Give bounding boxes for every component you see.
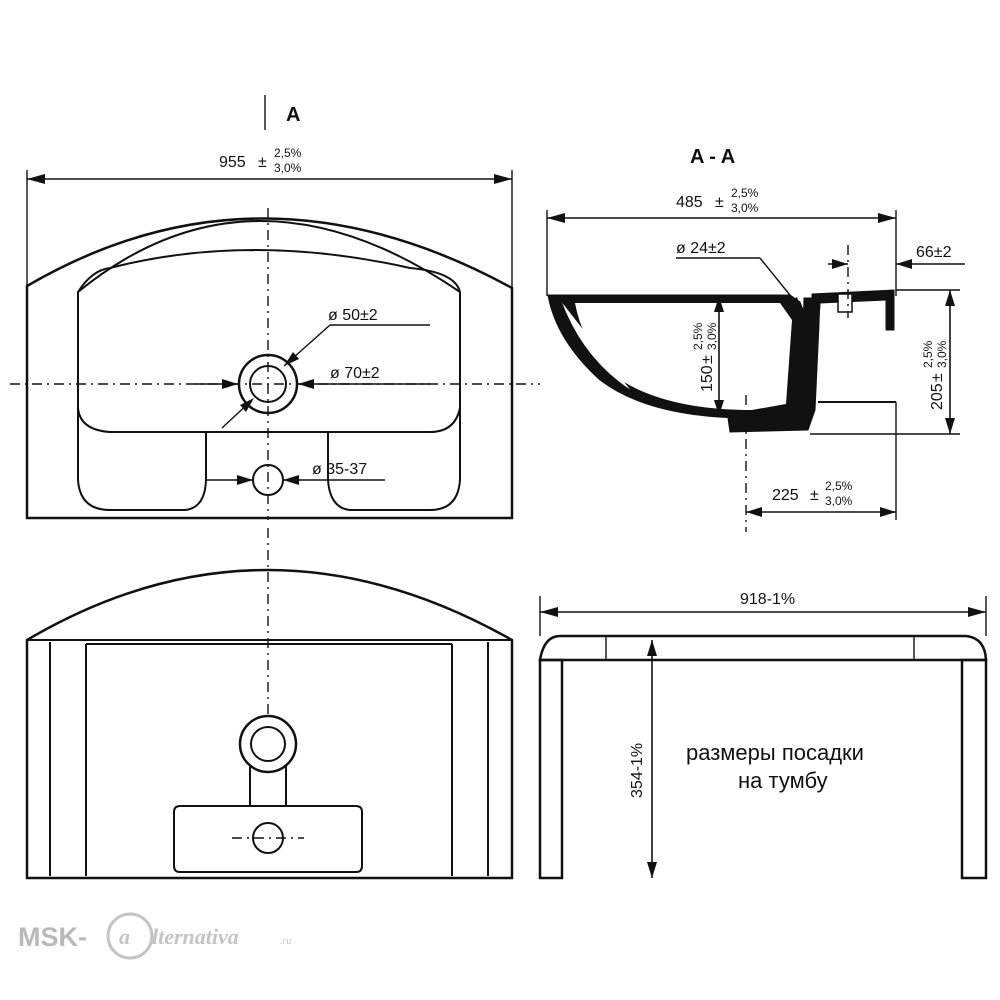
mount-top-slab — [538, 634, 988, 662]
arrow-icon — [832, 259, 848, 269]
tap-hole-inner — [249, 365, 287, 403]
top-view-inner-arc — [77, 220, 461, 293]
watermark-logo: MSK- a lternativa .ru — [18, 912, 291, 960]
arrow-icon — [240, 398, 254, 412]
arrow-icon — [896, 259, 912, 269]
mount-leg-right — [960, 658, 988, 880]
arrow-icon — [968, 607, 986, 617]
arrow-icon — [298, 379, 314, 389]
bowl-depth-lower: 3,0% — [705, 322, 719, 350]
height-lower: 3,0% — [935, 340, 949, 368]
arrow-icon — [878, 213, 896, 223]
hole50-label: ø 50±2 — [328, 307, 378, 324]
arrow-icon — [283, 475, 299, 485]
overflow-hole-label: ø 35-37 — [312, 461, 367, 478]
top-width-value: 955 — [219, 154, 246, 171]
top-view-bowl — [77, 249, 461, 433]
drain-upper: 2,5% — [825, 479, 853, 493]
arrow-icon — [746, 507, 762, 517]
drain-value: 225 — [772, 487, 799, 504]
section-bowl-stripe — [559, 299, 633, 393]
watermark-part1: MSK- — [18, 922, 87, 952]
mount-view: 918-1% 354-1% размеры посадки на тумбу — [538, 591, 988, 880]
arrow-icon — [540, 607, 558, 617]
bottom-view-outline — [25, 568, 514, 880]
arrow-icon — [880, 507, 896, 517]
drain-pm: ± — [810, 487, 819, 504]
watermark-at-letter: a — [119, 924, 130, 949]
section-bowl-inner — [575, 303, 792, 410]
bottom-tap-outer — [238, 714, 298, 774]
arrow-icon — [647, 862, 657, 878]
watermark-part3: .ru — [280, 936, 291, 947]
arrow-icon — [547, 213, 565, 223]
top-width-pm: ± — [258, 154, 267, 171]
mount-note-line2: на тумбу — [738, 768, 828, 793]
arrow-icon — [237, 475, 253, 485]
top-view-right-lobe — [327, 400, 461, 511]
arrow-icon — [27, 174, 45, 184]
arrow-icon — [494, 174, 512, 184]
arrow-icon — [714, 400, 724, 416]
bowl-depth-value: 150 — [699, 365, 716, 392]
arrow-icon — [790, 297, 802, 312]
ovf24-label: ø 24±2 — [676, 240, 726, 257]
arrow-icon — [945, 418, 955, 434]
arrow-icon — [714, 296, 724, 312]
depth-upper: 2,5% — [731, 186, 759, 200]
watermark-part2: lternativa — [152, 924, 239, 949]
depth-value: 485 — [676, 194, 703, 211]
bottom-tap-inner — [250, 726, 286, 762]
height-pm: ± — [929, 373, 946, 382]
bottom-overflow-block — [173, 805, 363, 873]
drain-lower: 3,0% — [825, 494, 853, 508]
rim-offset-label: 66±2 — [916, 244, 952, 261]
section-back-inner — [818, 308, 880, 402]
tap-hole-outer — [237, 353, 299, 415]
mount-leg-left — [538, 658, 564, 880]
mount-width-label: 918-1% — [740, 591, 795, 608]
depth-lower: 3,0% — [731, 201, 759, 215]
bowl-depth-upper: 2,5% — [691, 322, 705, 350]
bowl-depth-pm: ± — [699, 355, 716, 364]
section-view: A - A 485 ± 2,5% 3,0% ø 24±2 66±2 — [546, 146, 965, 532]
depth-pm: ± — [715, 194, 724, 211]
top-view-outline — [25, 217, 514, 520]
arrow-icon — [284, 352, 299, 366]
section-title: A - A — [690, 146, 735, 168]
bottom-view — [25, 528, 514, 880]
top-width-upper: 2,5% — [274, 146, 302, 160]
arrow-icon — [222, 379, 238, 389]
mount-note-line1: размеры посадки — [686, 740, 864, 765]
arrow-icon — [945, 290, 955, 306]
overflow-channel — [837, 293, 853, 313]
height-upper: 2,5% — [921, 340, 935, 368]
watermark-at-ring — [106, 912, 154, 960]
section-back-wall — [727, 289, 895, 433]
hole70-label: ø 70±2 — [330, 365, 380, 382]
arrow-icon — [647, 640, 657, 656]
mount-height-label: 354-1% — [629, 743, 646, 798]
section-marker: A — [286, 104, 300, 126]
top-width-lower: 3,0% — [274, 161, 302, 175]
height-value: 205 — [929, 383, 946, 410]
top-view-left-lobe — [77, 400, 207, 511]
top-view: 955 ± 2,5% 3,0% A ø 50±2 ø 70±2 ø 35-37 — [10, 95, 540, 520]
